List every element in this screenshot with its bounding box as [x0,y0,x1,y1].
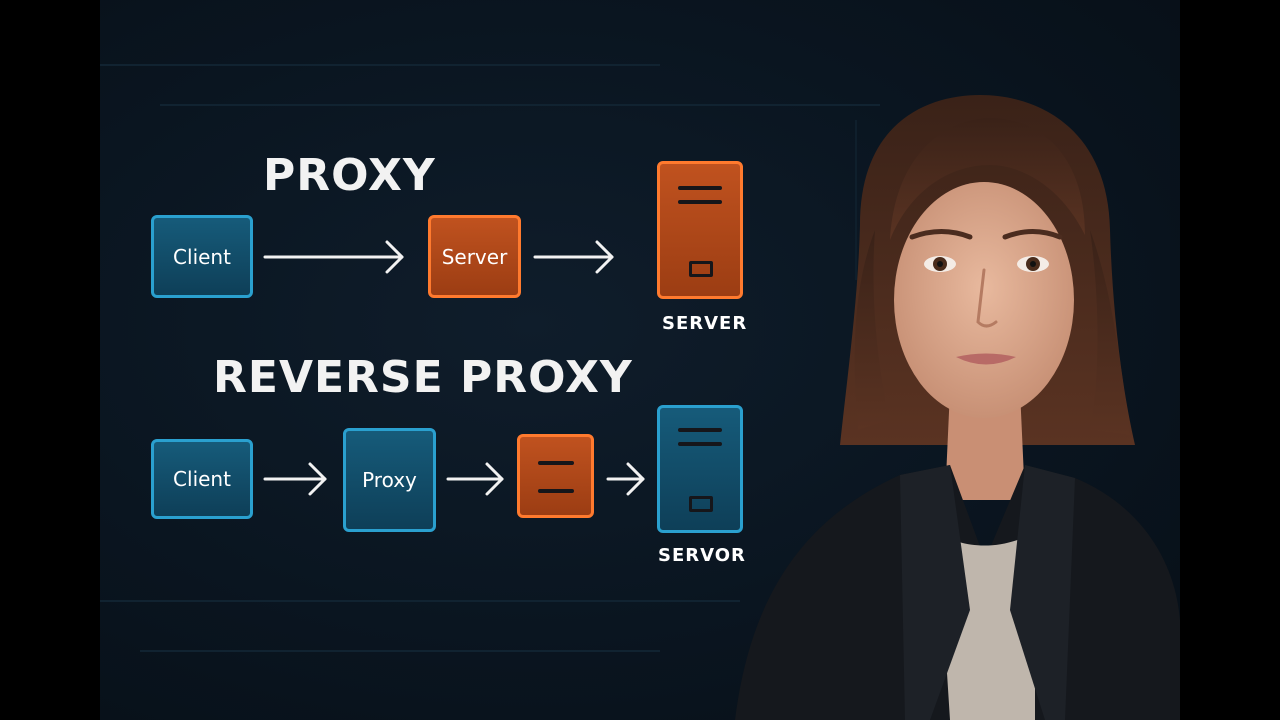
arrow-right-icon [263,240,404,274]
reverse-client-label: Client [173,467,231,491]
reverse-proxy-label: Proxy [362,468,417,492]
proxy-title: PROXY [263,150,436,201]
server-drive-icon [689,496,713,512]
proxy-middle-label: Server [441,244,508,269]
bg-line [160,104,880,106]
bg-line [100,64,660,66]
server-drive-icon [689,261,713,277]
bg-line [140,650,660,652]
presenter-photo [735,95,1180,720]
proxy-client-box: Client [151,215,253,298]
arrows-layer [263,240,645,496]
diagram-canvas: PROXY Client Server SERVER REVERSE PROXY… [100,0,1180,720]
proxy-server-caption: SERVER [662,313,748,334]
reverse-proxy-title: REVERSE PROXY [213,352,633,403]
reverse-proxy-box: Proxy [343,428,436,532]
arrow-right-icon [606,462,645,496]
proxy-client-label: Client [173,244,231,269]
reverse-middle-server-icon [517,434,594,518]
server-slot-line [678,186,722,190]
bg-line [100,600,740,602]
arrow-right-icon [446,462,504,496]
right-letterbox [1180,0,1280,720]
arrow-right-icon [263,462,327,496]
proxy-middle-box: Server [428,215,521,298]
server-slot-line [678,442,722,446]
reverse-server-caption: SERVOR [658,545,746,566]
arrow-right-icon [533,240,614,274]
server-slot-line [538,489,574,493]
server-slot-line [538,461,574,465]
server-slot-line [678,428,722,432]
reverse-server-tower-icon [657,405,743,533]
reverse-client-box: Client [151,439,253,519]
proxy-server-tower-icon [657,161,743,299]
bg-line [855,120,857,280]
server-slot-line [678,200,722,204]
